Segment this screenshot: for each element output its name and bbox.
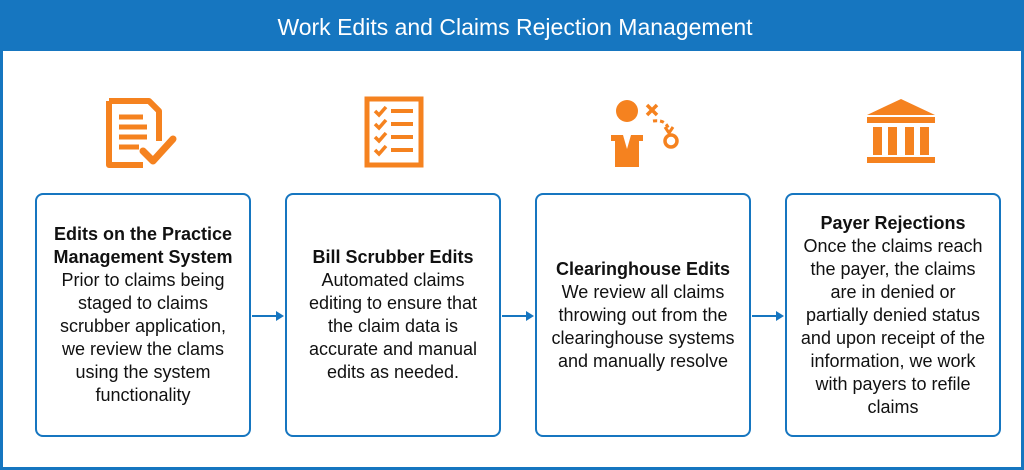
document-check-icon xyxy=(101,95,181,171)
step-box-clearinghouse: Clearinghouse Edits We review all claims… xyxy=(535,193,751,437)
step-box-bill-scrubber: Bill Scrubber Edits Automated claims edi… xyxy=(285,193,501,437)
flow-arrow xyxy=(752,309,784,323)
flow-arrow xyxy=(252,309,284,323)
checklist-icon xyxy=(353,95,433,171)
step-heading: Bill Scrubber Edits xyxy=(312,247,474,267)
step-heading: Payer Rejections xyxy=(820,212,966,233)
step-heading: Edits on the Practice Management System xyxy=(53,224,233,267)
step-body: We review all claims throwing out from t… xyxy=(551,281,735,371)
step-heading: Clearinghouse Edits xyxy=(555,258,731,279)
bank-building-icon xyxy=(861,95,941,171)
person-strategy-icon xyxy=(605,95,685,171)
step-body: Automated claims editing to ensure that … xyxy=(308,270,478,382)
step-box-practice-management: Edits on the Practice Management System … xyxy=(35,193,251,437)
step-body: Prior to claims being staged to claims s… xyxy=(59,270,227,405)
diagram-title: Work Edits and Claims Rejection Manageme… xyxy=(3,3,1024,51)
step-body: Once the claims reach the payer, the cla… xyxy=(800,235,986,417)
flow-arrow xyxy=(502,309,534,323)
step-box-payer-rejections: Payer Rejections Once the claims reach t… xyxy=(785,193,1001,437)
